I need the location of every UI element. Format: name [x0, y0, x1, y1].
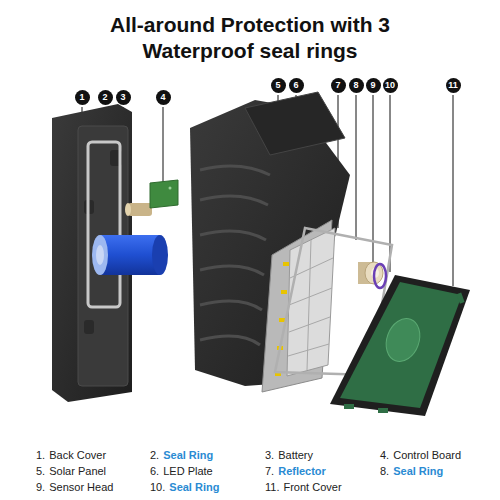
legend-number: 8.	[380, 464, 389, 478]
legend-number: 6.	[150, 464, 159, 478]
control-board	[125, 180, 178, 216]
part-name: Sensor Head	[49, 480, 113, 494]
front-cover	[330, 275, 470, 416]
part-name: Seal Ring	[163, 448, 213, 462]
part-name: LED Plate	[163, 464, 213, 478]
callout-number: 11	[446, 78, 461, 93]
legend-number: 9.	[36, 480, 45, 494]
legend-number: 5.	[36, 464, 45, 478]
battery	[92, 235, 168, 275]
callout-number: 6	[289, 78, 304, 93]
part-name: Back Cover	[49, 448, 106, 462]
part-name: Control Board	[393, 448, 461, 462]
legend-number: 10.	[150, 480, 165, 494]
callout-number: 1	[75, 90, 90, 105]
part-name: Reflector	[278, 464, 326, 478]
callout-number: 2	[98, 90, 113, 105]
legend-number: 11.	[265, 480, 279, 494]
seal-ring	[374, 264, 386, 288]
legend-number: 2.	[150, 448, 159, 462]
legend-number: 4.	[380, 448, 389, 462]
callout-number: 4	[156, 90, 171, 105]
part-name: Front Cover	[283, 480, 341, 494]
callout-number: 8	[349, 78, 364, 93]
part-name: Battery	[278, 448, 313, 462]
part-name: Seal Ring	[169, 480, 219, 494]
title: All-around Protection with 3 Waterproof …	[60, 12, 440, 64]
callout-number: 9	[366, 78, 381, 93]
part-name: Solar Panel	[49, 464, 106, 478]
seal-ring	[88, 142, 120, 307]
legend-number: 1.	[36, 448, 45, 462]
callout-number: 10	[383, 78, 398, 93]
solar-panel	[245, 92, 345, 155]
part-name: Seal Ring	[393, 464, 443, 478]
legend-number: 7.	[265, 464, 274, 478]
reflector	[287, 228, 335, 376]
callout-number: 7	[331, 78, 346, 93]
callout-number: 3	[116, 90, 131, 105]
callout-number: 5	[271, 78, 286, 93]
legend-number: 3.	[265, 448, 274, 462]
